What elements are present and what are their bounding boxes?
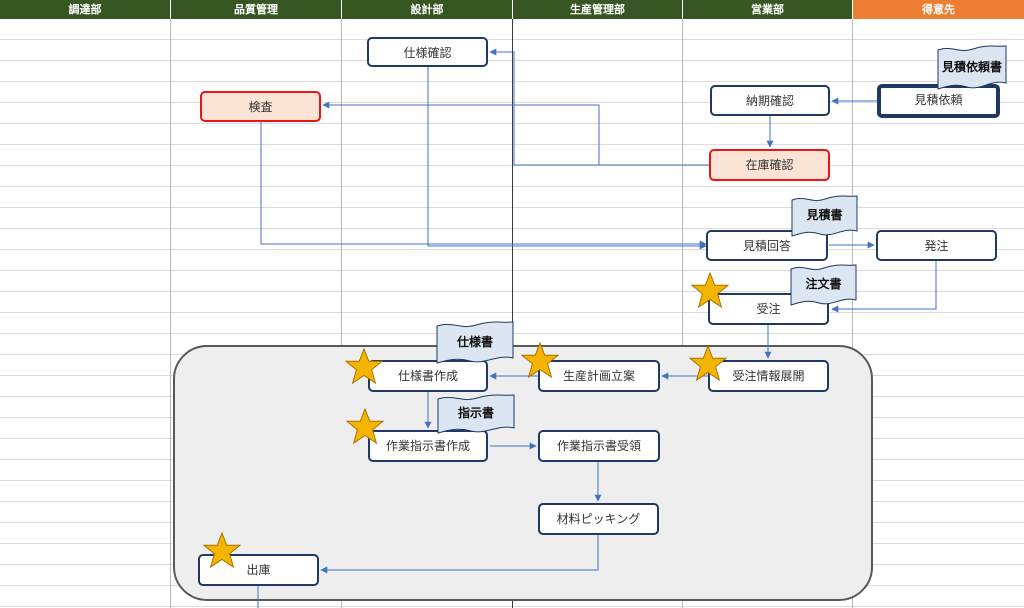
- document-instruction[interactable]: 指示書: [437, 394, 515, 436]
- lane-divider: [512, 19, 513, 608]
- document-shape-icon: [790, 264, 857, 306]
- lane-divider: [341, 19, 342, 608]
- process-production-plan[interactable]: 生産計画立案: [538, 360, 660, 392]
- process-material-picking[interactable]: 材料ピッキング: [538, 503, 659, 535]
- connector-inspection-to-estimate-answer: [260, 122, 707, 248]
- document-label: 見積書: [806, 208, 843, 222]
- star-icon: [203, 531, 241, 569]
- lane-header-design: 設計部: [342, 0, 513, 19]
- process-stock-check[interactable]: 在庫確認: [709, 149, 830, 181]
- connector-picking-to-shipping: [320, 535, 599, 574]
- document-label: 仕様書: [456, 335, 493, 349]
- document-label: 指示書: [457, 406, 494, 420]
- connector-spec-check-to-estimate-answer: [427, 67, 707, 250]
- document-label: 見積依頼書: [941, 60, 1002, 74]
- lane-header-procurement: 調達部: [0, 0, 171, 19]
- star-icon: [691, 271, 729, 309]
- star-icon: [689, 344, 727, 382]
- document-order[interactable]: 注文書: [790, 264, 857, 308]
- lane-divider: [852, 19, 853, 608]
- document-label: 注文書: [805, 277, 842, 291]
- lane-divider: [170, 19, 171, 608]
- document-shape-icon: [937, 45, 1007, 90]
- lane-header-customer: 得意先: [853, 0, 1024, 19]
- process-spec-check[interactable]: 仕様確認: [367, 37, 488, 67]
- process-work-instruction-receipt[interactable]: 作業指示書受領: [538, 430, 660, 462]
- document-spec[interactable]: 仕様書: [436, 321, 514, 366]
- process-inspection[interactable]: 検査: [200, 91, 321, 122]
- star-icon: [521, 341, 559, 379]
- document-estimate[interactable]: 見積書: [791, 195, 858, 239]
- document-shape-icon: [437, 394, 515, 434]
- star-icon: [346, 407, 384, 445]
- lane-divider: [682, 19, 683, 608]
- lane-header-quality: 品質管理: [171, 0, 342, 19]
- connector-stock-check-to-inspection: [322, 101, 709, 166]
- process-estimate-answer[interactable]: 見積回答: [706, 230, 828, 261]
- star-icon: [345, 347, 383, 385]
- lane-header-production: 生産管理部: [513, 0, 683, 19]
- document-estimate-request[interactable]: 見積依頼書: [937, 45, 1007, 92]
- process-delivery-check[interactable]: 納期確認: [710, 85, 830, 116]
- swimlane-header: 調達部 品質管理 設計部 生産管理部 営業部 得意先: [0, 0, 1024, 19]
- lane-header-sales: 営業部: [683, 0, 853, 19]
- document-shape-icon: [791, 195, 858, 237]
- process-purchase-order[interactable]: 発注: [876, 230, 997, 261]
- process-order-info[interactable]: 受注情報展開: [708, 360, 829, 392]
- document-shape-icon: [436, 321, 514, 364]
- process-work-instruction-creation[interactable]: 作業指示書作成: [368, 430, 488, 462]
- connector-order-to-receipt: [831, 261, 937, 313]
